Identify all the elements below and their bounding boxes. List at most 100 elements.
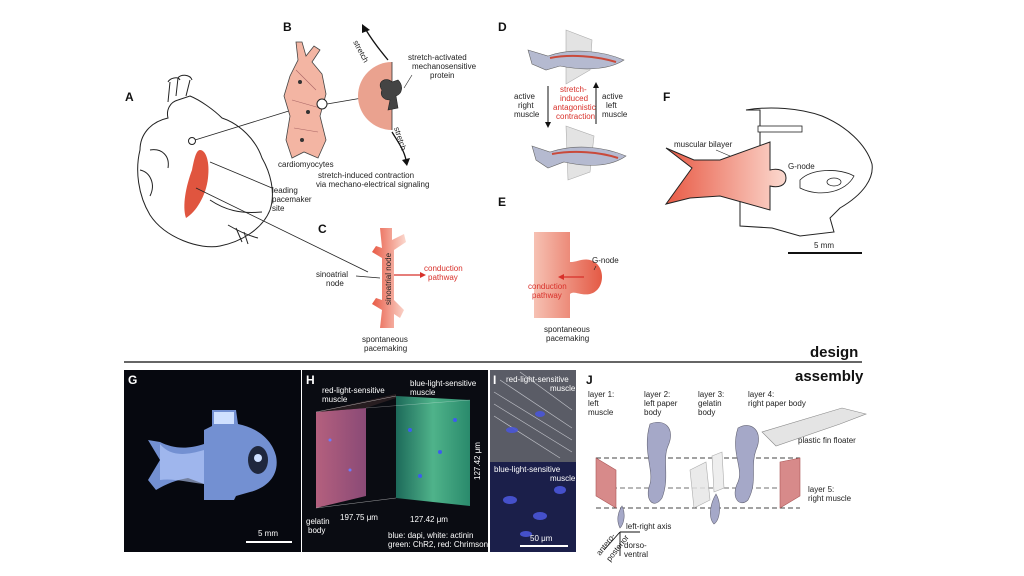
d-left-3: muscle xyxy=(602,110,628,119)
e-gnode: G-node xyxy=(592,256,619,265)
h-blue-1: blue-light-sensitive xyxy=(410,379,477,388)
arrowhead-down xyxy=(402,158,410,166)
a-leading-2: pacemaker xyxy=(272,195,312,204)
j-l2-a: layer 2: xyxy=(644,390,670,399)
d-mid-1: stretch- xyxy=(560,85,587,94)
b-contraction-1: stretch-induced contraction xyxy=(318,171,414,180)
e-tissue xyxy=(534,232,602,318)
f-bilayer: muscular bilayer xyxy=(674,140,733,149)
d-right-1: active xyxy=(514,92,535,101)
a-sinoatrial-2: node xyxy=(326,279,344,288)
panel-label-C: C xyxy=(318,222,327,236)
c-spont-1: spontaneous xyxy=(362,335,408,344)
i-striations xyxy=(493,371,573,459)
d-left-1: active xyxy=(602,92,623,101)
c-spont-2: pacemaking xyxy=(364,344,407,353)
d-mid-3: antagonistic xyxy=(553,103,596,112)
panel-label-E: E xyxy=(498,195,506,209)
b-protein-2: mechanosensitive xyxy=(412,62,477,71)
arrowhead-up xyxy=(362,24,370,33)
h-legend-2: green: ChR2, red: ChrimsonR xyxy=(388,540,494,549)
b-protein-3: protein xyxy=(430,71,454,80)
panel-label-G: G xyxy=(128,373,137,387)
protein-leader xyxy=(403,74,413,89)
section-design: design xyxy=(810,344,858,361)
j-l1-b: left xyxy=(588,399,599,408)
panel-label-D: D xyxy=(498,20,507,34)
panel-label-J: J xyxy=(586,373,593,387)
c-sinoatrial-node: sinoatrial node xyxy=(384,252,393,305)
d-right-2: right xyxy=(518,101,534,110)
c-conduction-1: conduction xyxy=(424,264,463,273)
j-floater: plastic fin floater xyxy=(798,436,856,445)
j-dv-1: dorso- xyxy=(624,541,647,550)
g-scale-label: 5 mm xyxy=(258,529,278,538)
b-contraction-2: via mechano-electrical signaling xyxy=(316,180,429,189)
c-sinoatrial-leader xyxy=(355,275,381,279)
panel-label-A: A xyxy=(125,90,134,104)
a-leading-3: site xyxy=(272,204,285,213)
sinoatrial-tissue xyxy=(372,228,406,328)
leader-line-pacemaker xyxy=(209,161,273,189)
a-leading-1: leading xyxy=(272,186,298,195)
j-assembly-diagram xyxy=(595,407,867,529)
d-right-3: muscle xyxy=(514,110,540,119)
f-scale-label: 5 mm xyxy=(814,241,834,250)
h-dim-2: 127.42 μm xyxy=(410,515,448,524)
d-arrowhead-up xyxy=(593,82,599,88)
fish-bottom-illustration xyxy=(531,125,627,181)
section-assembly: assembly xyxy=(795,368,864,385)
i-nuclei xyxy=(503,411,566,537)
j-l4-a: layer 4: xyxy=(748,390,774,399)
a-sinoatrial-1: sinoatrial xyxy=(316,270,348,279)
h-cube xyxy=(315,394,471,509)
panel-label-F: F xyxy=(663,90,670,104)
d-left-2: left xyxy=(606,101,617,110)
j-l2-b: left paper xyxy=(644,399,678,408)
panel-label-H: H xyxy=(306,373,315,387)
h-red-2: muscle xyxy=(322,395,348,404)
j-l5-b: right muscle xyxy=(808,494,852,503)
j-l1-a: layer 1: xyxy=(588,390,614,399)
j-l3-a: layer 3: xyxy=(698,390,724,399)
g-fish-image xyxy=(148,410,277,500)
i-blue-1: blue-light-sensitive xyxy=(494,465,561,474)
pacemaker-site xyxy=(184,150,209,218)
j-l5-a: layer 5: xyxy=(808,485,834,494)
f-gnode: G-node xyxy=(788,162,815,171)
b-cardiomyocytes: cardiomyocytes xyxy=(278,160,334,169)
i-bottom-micrograph xyxy=(490,462,576,552)
e-conduction-arrowhead xyxy=(558,274,564,280)
j-l4-b: right paper body xyxy=(748,399,806,408)
j-axes xyxy=(603,531,640,556)
h-gelatin-2: body xyxy=(308,526,325,535)
b-stretch-top: stretch xyxy=(351,39,370,64)
leader-line-c xyxy=(195,187,369,273)
h-dim-1: 197.75 μm xyxy=(340,513,378,522)
b-protein-1: stretch-activated xyxy=(408,53,467,62)
c-conduction-2: pathway xyxy=(428,273,458,282)
j-l3-b: gelatin xyxy=(698,399,722,408)
fish-top-illustration xyxy=(527,29,625,85)
e-gnode-leader xyxy=(593,265,597,271)
c-conduction-arrowhead xyxy=(420,272,426,278)
e-conduction-2: pathway xyxy=(532,291,562,300)
stretch-arrow-down xyxy=(391,131,407,161)
i-scale-label: 50 μm xyxy=(530,534,553,543)
stretch-arrow-up xyxy=(365,29,389,61)
d-mid-2: induced xyxy=(560,94,588,103)
e-spont-1: spontaneous xyxy=(544,325,590,334)
d-arrowhead-down xyxy=(545,122,551,128)
j-l1-c: muscle xyxy=(588,408,614,417)
panel-label-B: B xyxy=(283,20,292,34)
j-l2-c: body xyxy=(644,408,661,417)
leader-line-b xyxy=(194,109,293,141)
membrane-zoom xyxy=(358,62,402,130)
h-red-1: red-light-sensitive xyxy=(322,386,385,395)
b-stretch-bottom: stretch xyxy=(392,126,408,152)
e-spont-2: pacemaking xyxy=(546,334,589,343)
j-l3-c: body xyxy=(698,408,715,417)
e-conduction-1: conduction xyxy=(528,282,567,291)
h-dim-3: 127.42 μm xyxy=(473,442,482,480)
h-legend-1: blue: dapi, white: actinin xyxy=(388,531,473,540)
